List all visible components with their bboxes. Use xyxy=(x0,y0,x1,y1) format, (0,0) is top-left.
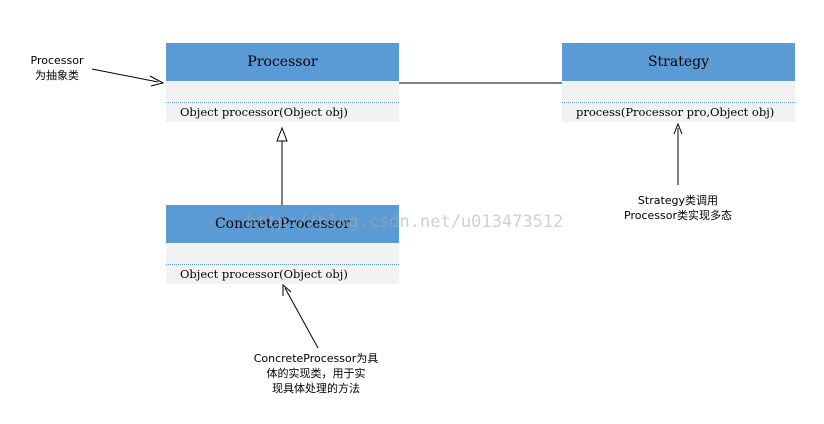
concrete-processor-class[interactable]: ConcreteProcessor Object processor(Objec… xyxy=(166,205,399,284)
strategy-note: Strategy类调用 Processor类实现多态 xyxy=(606,193,750,223)
concrete-processor-operation: Object processor(Object obj) xyxy=(166,265,399,284)
processor-attributes xyxy=(166,81,399,103)
processor-note: Processor 为抽象类 xyxy=(24,53,90,83)
processor-class[interactable]: Processor Object processor(Object obj) xyxy=(166,43,399,122)
processor-operation: Object processor(Object obj) xyxy=(166,103,399,122)
processor-note-arrowhead xyxy=(149,75,165,87)
strategy-note-arrowhead xyxy=(673,122,683,135)
strategy-class[interactable]: Strategy process(Processor pro,Object ob… xyxy=(562,43,795,122)
strategy-attributes xyxy=(562,81,795,103)
concrete-processor-note: ConcreteProcessor为具 体的实现类，用于实 现具体处理的方法 xyxy=(246,351,386,396)
concrete-processor-class-name: ConcreteProcessor xyxy=(166,205,399,243)
concrete-note-line: ConcreteProcessor为具 xyxy=(253,352,379,365)
strategy-note-line: Processor类实现多态 xyxy=(624,209,732,222)
concrete-note-line: 现具体处理的方法 xyxy=(272,382,360,395)
strategy-operation: process(Processor pro,Object obj) xyxy=(562,103,795,122)
processor-class-name: Processor xyxy=(166,43,399,81)
generalization-arrowhead xyxy=(276,126,288,142)
concrete-note-line: 体的实现类，用于实 xyxy=(266,367,366,380)
concrete-processor-attributes xyxy=(166,243,399,265)
processor-note-line: 为抽象类 xyxy=(35,69,79,82)
strategy-note-line: Strategy类调用 xyxy=(637,194,719,207)
watermark: http://blog.csdn.net/u013473512 xyxy=(246,212,564,232)
processor-note-arrow xyxy=(91,68,159,83)
concrete-note-arrowhead xyxy=(282,283,292,296)
processor-note-line: Processor xyxy=(30,54,84,67)
concrete-note-arrow xyxy=(284,287,319,349)
strategy-class-name: Strategy xyxy=(562,43,795,81)
